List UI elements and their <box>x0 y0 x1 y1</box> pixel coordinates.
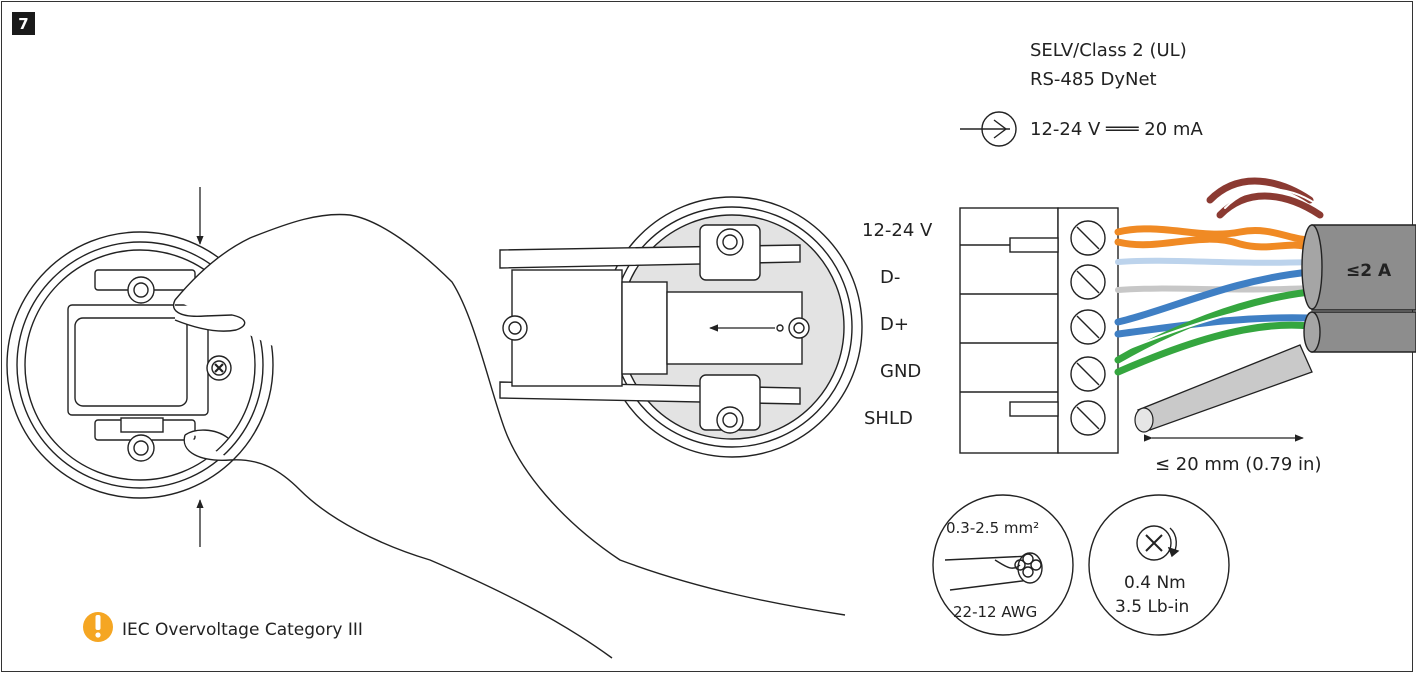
torque-icon <box>1088 494 1230 636</box>
screw-icon-left <box>206 355 232 381</box>
torque-lbin: 3.5 Lb-in <box>1115 597 1189 617</box>
sensor-base-left <box>6 231 274 499</box>
cable-current-label: ≤2 A <box>1346 261 1392 281</box>
terminal-label-shld: SHLD <box>864 408 913 429</box>
warning-icon <box>83 612 113 642</box>
terminal-screws <box>1070 220 1106 436</box>
strip-length-label: ≤ 20 mm (0.79 in) <box>1155 454 1321 475</box>
terminal-label-gnd: GND <box>880 361 921 382</box>
spec-line-1: SELV/Class 2 (UL) <box>1030 40 1187 61</box>
module-body-left <box>67 269 209 462</box>
step-number-badge: 7 <box>12 12 35 35</box>
spec-line-3: 12-24 V ═══ 20 mA <box>1030 119 1203 140</box>
module-bracket-center <box>499 224 810 434</box>
wire-gauge-awg: 22-12 AWG <box>953 603 1037 621</box>
terminal-block <box>959 207 1119 454</box>
torque-nm: 0.4 Nm <box>1124 573 1186 593</box>
hand-outline <box>173 213 846 659</box>
terminal-label-d-plus: D+ <box>880 314 909 335</box>
wire-gauge-metric: 0.3-2.5 mm² <box>946 519 1039 537</box>
warning-text: IEC Overvoltage Category III <box>122 620 363 640</box>
wire-gauge-icon <box>932 494 1074 636</box>
spec-line-2: RS-485 DyNet <box>1030 69 1157 90</box>
input-arrow-icon <box>960 111 1017 147</box>
wires <box>1114 177 1324 376</box>
cable-jackets <box>1301 224 1416 353</box>
drain-wire-sleeve <box>1134 344 1313 433</box>
terminal-label-12-24v: 12-24 V <box>862 220 933 241</box>
terminal-label-d-minus: D- <box>880 267 900 288</box>
